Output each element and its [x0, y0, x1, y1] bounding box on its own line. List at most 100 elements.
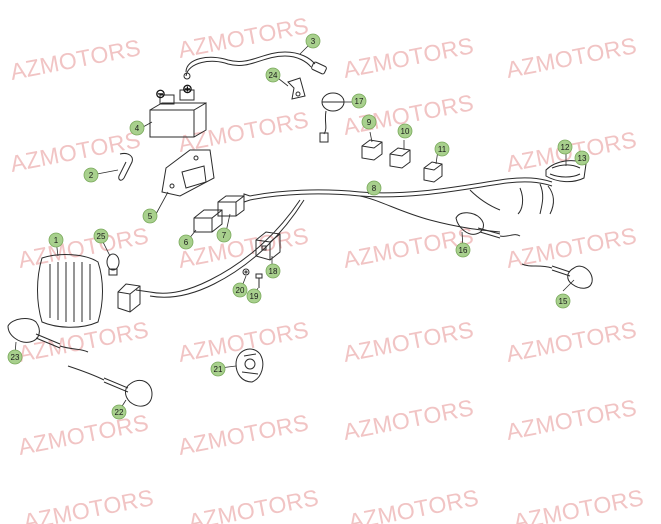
callout-circle — [83, 167, 99, 183]
screw — [243, 269, 249, 275]
headlight — [38, 255, 103, 328]
callout-circle — [434, 141, 450, 157]
wiring-harness — [136, 178, 554, 297]
callout-18[interactable]: 18 — [265, 263, 281, 279]
callout-circle — [93, 228, 109, 244]
callout-1[interactable]: 1 — [48, 232, 64, 248]
leader-line — [96, 169, 119, 175]
callout-circle — [265, 263, 281, 279]
watermark: AZMOTORS — [341, 316, 476, 367]
watermark: AZMOTORS — [16, 316, 151, 367]
callout-number: 23 — [11, 353, 20, 362]
leader-line — [155, 191, 169, 215]
watermark-layer: AZMOTORS AZMOTORS AZMOTORS AZMOTORS AZMO… — [8, 12, 646, 524]
callout-15[interactable]: 15 — [555, 293, 571, 309]
callout-6[interactable]: 6 — [178, 234, 194, 250]
callout-22[interactable]: 22 — [111, 404, 127, 420]
callout-circle — [111, 404, 127, 420]
front-turn-signal — [8, 319, 88, 352]
battery-plus-symbol: ⊕ — [182, 82, 193, 97]
callout-number: 22 — [115, 408, 124, 417]
headlight-bulb — [107, 254, 119, 275]
callout-8[interactable]: 8 — [366, 180, 382, 196]
relay — [218, 196, 244, 216]
callout-circle — [305, 33, 321, 49]
callout-number: 8 — [372, 184, 377, 193]
watermark: AZMOTORS — [176, 222, 311, 273]
callout-number: 1 — [54, 236, 59, 245]
watermark: AZMOTORS — [504, 126, 639, 177]
callout-5[interactable]: 5 — [142, 208, 158, 224]
callout-circle — [246, 288, 262, 304]
callout-number: 11 — [438, 145, 447, 154]
flasher-relay — [256, 232, 280, 260]
watermark: AZMOTORS — [511, 484, 646, 524]
watermark: AZMOTORS — [176, 316, 311, 367]
callout-20[interactable]: 20 — [232, 282, 248, 298]
callout-circle — [129, 120, 145, 136]
callout-number: 19 — [250, 292, 259, 301]
callout-number: 2 — [89, 171, 94, 180]
callout-number: 6 — [184, 238, 189, 247]
watermark: AZMOTORS — [341, 394, 476, 445]
callout-number: 5 — [148, 212, 153, 221]
callout-circle — [397, 123, 413, 139]
callout-16[interactable]: 16 — [455, 242, 471, 258]
callout-19[interactable]: 19 — [246, 288, 262, 304]
callout-number: 7 — [222, 231, 227, 240]
callout-3[interactable]: 3 — [305, 33, 321, 49]
tail-light — [546, 161, 586, 182]
ignition-part — [236, 349, 263, 382]
callout-4[interactable]: 4 — [129, 120, 145, 136]
callout-number: 21 — [214, 365, 223, 374]
harness-connector — [118, 284, 140, 312]
callout-circle — [216, 227, 232, 243]
watermark: AZMOTORS — [176, 12, 311, 63]
callout-10[interactable]: 10 — [397, 123, 413, 139]
leader-line — [142, 121, 153, 128]
callout-23[interactable]: 23 — [7, 349, 23, 365]
callout-17[interactable]: 17 — [351, 93, 367, 109]
callout-circle — [7, 349, 23, 365]
callout-11[interactable]: 11 — [434, 141, 450, 157]
callout-21[interactable]: 21 — [210, 361, 226, 377]
callout-circle — [351, 93, 367, 109]
front-turn-signal — [68, 366, 152, 406]
callout-circle — [48, 232, 64, 248]
callout-2[interactable]: 2 — [83, 167, 99, 183]
connector — [390, 148, 410, 168]
battery-cable — [184, 52, 327, 79]
callout-9[interactable]: 9 — [361, 114, 377, 130]
callout-24[interactable]: 24 — [265, 67, 281, 83]
callout-12[interactable]: 12 — [557, 139, 573, 155]
callout-circle — [178, 234, 194, 250]
callout-number: 12 — [561, 143, 570, 152]
watermark: AZMOTORS — [16, 409, 151, 460]
callout-circle — [361, 114, 377, 130]
leader-line — [369, 131, 373, 143]
callout-number: 20 — [236, 286, 245, 295]
watermark: AZMOTORS — [341, 222, 476, 273]
callout-13[interactable]: 13 — [574, 150, 590, 166]
watermark: AZMOTORS — [176, 106, 311, 157]
watermark: AZMOTORS — [8, 34, 143, 85]
callout-7[interactable]: 7 — [216, 227, 232, 243]
watermark: AZMOTORS — [504, 394, 639, 445]
callout-circle — [455, 242, 471, 258]
watermark: AZMOTORS — [21, 484, 156, 524]
watermark: AZMOTORS — [504, 316, 639, 367]
callout-circle — [232, 282, 248, 298]
connector — [362, 140, 382, 160]
battery: ⊖ ⊕ — [150, 82, 206, 137]
connector — [424, 162, 442, 182]
callout-number: 3 — [311, 37, 316, 46]
callout-number: 9 — [367, 118, 372, 127]
rear-turn-signal — [456, 213, 520, 238]
callout-circle — [555, 293, 571, 309]
screw — [256, 274, 262, 288]
callout-25[interactable]: 25 — [93, 228, 109, 244]
bracket — [288, 78, 305, 99]
watermark: AZMOTORS — [16, 222, 151, 273]
battery-minus-symbol: ⊖ — [155, 87, 166, 102]
